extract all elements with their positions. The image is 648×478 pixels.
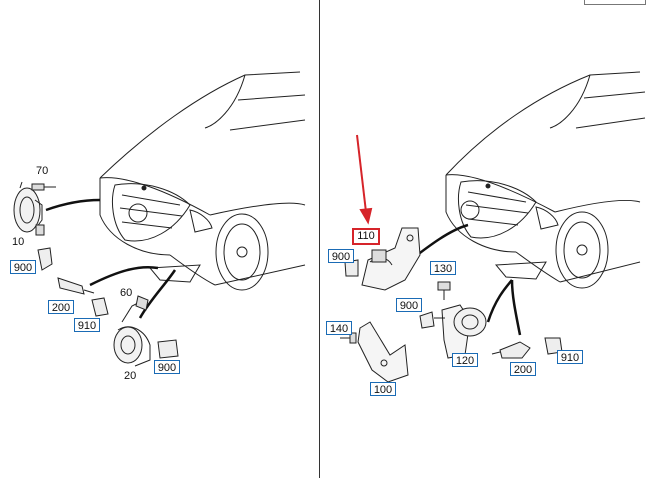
- header-tab: [584, 0, 646, 5]
- red-indicator-arrow: [356, 134, 373, 225]
- right-horn-120: [419, 304, 487, 359]
- left-horn-20: [113, 295, 179, 367]
- left-car-outline: [99, 71, 306, 291]
- right-bracket-100: [340, 321, 409, 383]
- tag-right-140: 140: [326, 321, 352, 335]
- tag-left-900-top: 900: [10, 260, 36, 274]
- left-bolt-70: [31, 183, 56, 191]
- tag-right-120: 120: [452, 353, 478, 367]
- label-20: 20: [124, 370, 137, 382]
- right-car-outline: [445, 71, 646, 289]
- tag-right-130: 130: [430, 261, 456, 275]
- tag-right-910: 910: [557, 350, 583, 364]
- tag-left-200: 200: [48, 300, 74, 314]
- label-60: 60: [120, 287, 133, 299]
- right-leader-lower: [486, 279, 513, 323]
- right-sensor: [491, 337, 563, 359]
- left-sensor: [57, 277, 109, 317]
- tag-right-900-top: 900: [328, 249, 354, 263]
- right-leader-sensor: [510, 279, 522, 336]
- label-10: 10: [12, 236, 25, 248]
- left-horn-assembly: [13, 181, 53, 271]
- panel-divider: [319, 0, 320, 478]
- right-bolt-130: [437, 281, 451, 300]
- left-leader-lower: [138, 269, 177, 319]
- tag-left-910: 910: [74, 318, 100, 332]
- label-70: 70: [36, 165, 49, 177]
- left-leader-middle: [89, 265, 159, 287]
- tag-right-200: 200: [510, 362, 536, 376]
- tag-right-900-middle: 900: [396, 298, 422, 312]
- right-bracket-110: [344, 227, 421, 291]
- left-leader-upper: [45, 198, 101, 212]
- tag-right-100: 100: [370, 382, 396, 396]
- tag-left-900-bottom: 900: [154, 360, 180, 374]
- tag-right-110-highlighted: 110: [352, 228, 380, 245]
